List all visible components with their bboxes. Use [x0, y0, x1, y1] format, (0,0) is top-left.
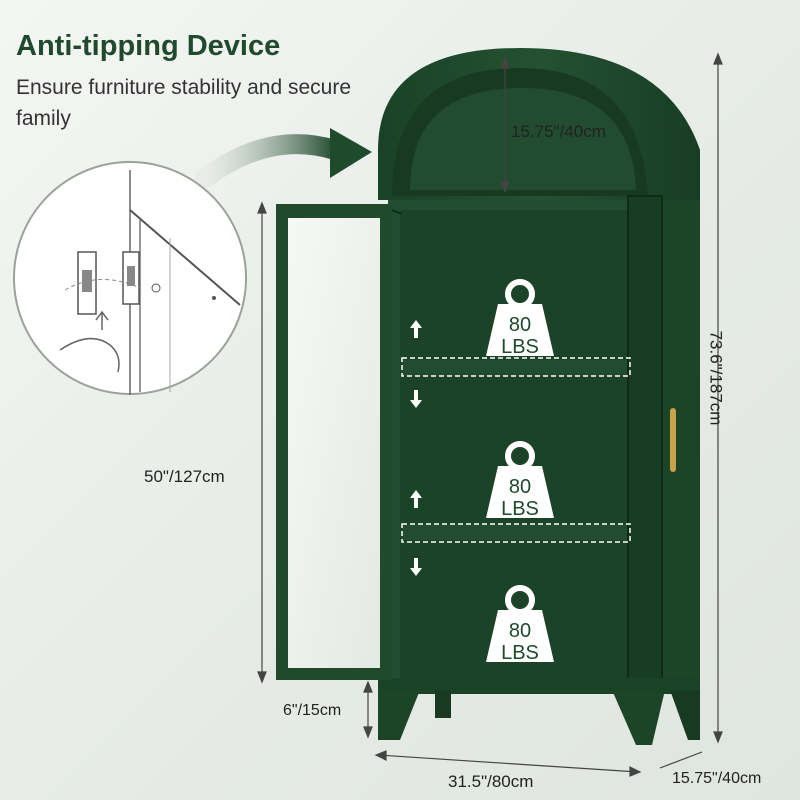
weight-2-number: 80	[509, 476, 531, 498]
shelf-guide-top	[401, 357, 631, 377]
weight-2-unit: LBS	[501, 498, 539, 520]
weight-1-unit: LBS	[501, 336, 539, 358]
leg-height-label: 6"/15cm	[283, 702, 342, 719]
pointer-arrow-head	[330, 128, 372, 178]
door-handle	[670, 408, 676, 472]
weight-icon-2	[486, 441, 554, 518]
width-label: 31.5"/80cm	[448, 772, 534, 791]
leg-back-right	[670, 690, 700, 740]
weight-1-number: 80	[509, 314, 531, 336]
dimension-lines	[257, 52, 723, 777]
total-height-label: 73.6"/187cm	[706, 330, 726, 426]
leg-front-left	[378, 690, 420, 740]
weight-3-number: 80	[509, 620, 531, 642]
page-title: Anti-tipping Device	[16, 30, 281, 62]
door-height-label: 50"/127cm	[144, 467, 225, 486]
weight-icon-1	[486, 279, 554, 356]
anti-tip-detail-circle	[13, 161, 247, 395]
depth-label: 15.75"/40cm	[672, 770, 762, 787]
pointer-arrow	[195, 134, 345, 188]
weight-icon-3	[486, 585, 554, 662]
cabinet-body	[276, 48, 700, 745]
shelf-guide-bottom	[401, 523, 631, 543]
leg-front-right	[612, 690, 665, 745]
weight-3-unit: LBS	[501, 642, 539, 664]
shelf-adjust-arrows	[410, 320, 422, 576]
arch-height-label: 15.75"/40cm	[511, 122, 606, 141]
page-subtitle: Ensure furniture stability and secure fa…	[16, 76, 352, 130]
